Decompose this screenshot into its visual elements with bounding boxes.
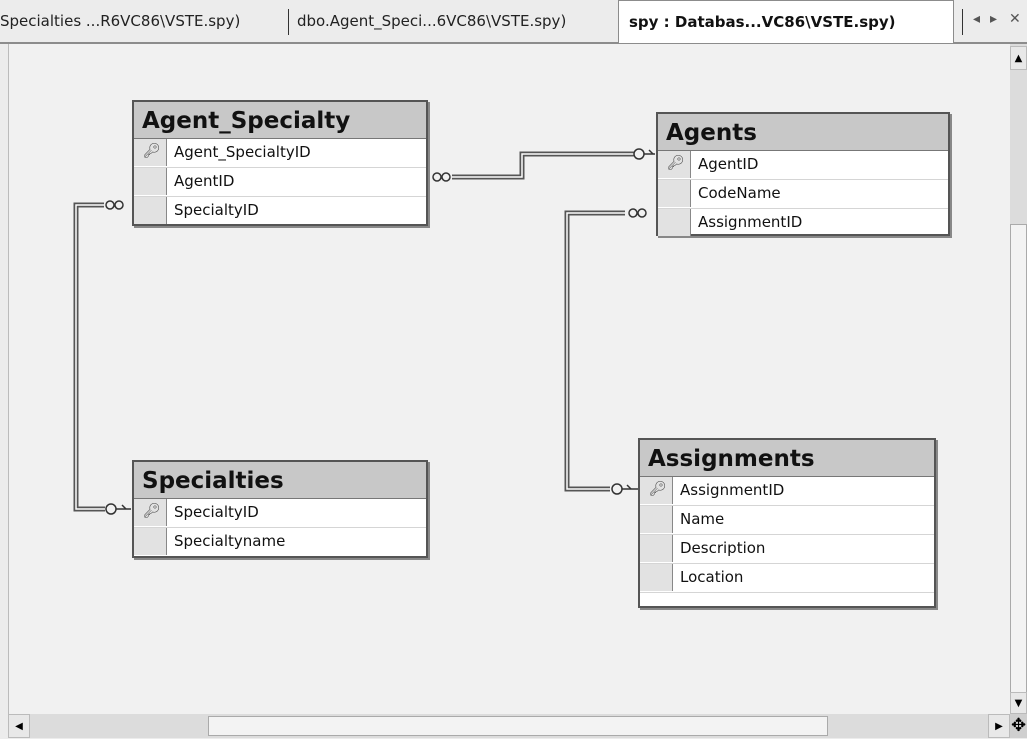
column-row[interactable]: Location	[640, 564, 934, 593]
column-name: Name	[680, 510, 725, 528]
column-name: AssignmentID	[698, 213, 803, 231]
table-title: Agents	[658, 114, 948, 151]
column-name: SpecialtyID	[174, 201, 259, 219]
key-icon: 🔑︎	[667, 155, 685, 171]
scroll-left-icon[interactable]: ◀	[8, 714, 30, 738]
relationship-agent-specialty-specialties	[73, 202, 105, 512]
table-agents[interactable]: Agents 🔑︎ AgentID CodeName AssignmentID	[656, 112, 950, 236]
row-selector[interactable]	[640, 564, 673, 591]
tab-scroll-right-icon[interactable]: ▸	[990, 11, 998, 27]
row-selector[interactable]: 🔑︎	[640, 477, 673, 504]
key-endpoint-icon	[105, 148, 655, 515]
column-name: Location	[680, 568, 744, 586]
row-selector[interactable]: 🔑︎	[658, 151, 691, 178]
scroll-up-icon[interactable]: ▲	[1010, 46, 1027, 70]
relationship-agents-assignments	[564, 210, 625, 492]
horizontal-scrollbar[interactable]: ◀ ▶	[8, 714, 1010, 738]
column-row[interactable]: Specialtyname	[134, 528, 426, 556]
table-assignments[interactable]: Assignments 🔑︎ AssignmentID Name Descrip…	[638, 438, 936, 608]
key-icon: 🔑︎	[143, 143, 161, 159]
table-specialties[interactable]: Specialties 🔑︎ SpecialtyID Specialtyname	[132, 460, 428, 558]
vertical-scrollbar[interactable]: ▲ ▼	[1010, 44, 1027, 716]
column-name: AgentID	[174, 172, 235, 190]
column-row[interactable]: AssignmentID	[658, 209, 948, 237]
column-row[interactable]: CodeName	[658, 180, 948, 209]
scroll-right-icon[interactable]: ▶	[988, 714, 1010, 738]
infinity-icon	[105, 172, 647, 218]
column-name: AssignmentID	[680, 481, 785, 499]
column-row[interactable]: 🔑︎ AgentID	[658, 151, 948, 180]
column-row[interactable]: 🔑︎ Agent_SpecialtyID	[134, 139, 426, 168]
column-name: Description	[680, 539, 766, 557]
key-icon: 🔑︎	[649, 481, 667, 497]
column-row[interactable]: 🔑︎ SpecialtyID	[134, 499, 426, 528]
table-title: Agent_Specialty	[134, 102, 426, 139]
table-agent-specialty[interactable]: Agent_Specialty 🔑︎ Agent_SpecialtyID Age…	[132, 100, 428, 226]
table-title: Assignments	[640, 440, 934, 477]
row-selector[interactable]	[134, 197, 167, 224]
row-selector[interactable]: 🔑︎	[134, 139, 167, 166]
row-selector[interactable]: 🔑︎	[134, 499, 167, 526]
table-title: Specialties	[134, 462, 426, 499]
row-selector[interactable]	[658, 209, 691, 236]
horizontal-scroll-thumb[interactable]	[208, 716, 828, 736]
key-icon: 🔑︎	[143, 503, 161, 519]
column-name: Specialtyname	[174, 532, 286, 550]
pan-corner-icon[interactable]: ✥	[1010, 714, 1027, 738]
column-name: SpecialtyID	[174, 503, 259, 521]
scroll-down-icon[interactable]: ▼	[1010, 692, 1027, 714]
column-name: CodeName	[698, 184, 781, 202]
relationship-agent-specialty-agents	[452, 151, 634, 180]
tab-agent-specialty[interactable]: dbo.Agent_Speci...6VC86\VSTE.spy)	[297, 12, 567, 30]
row-selector[interactable]	[658, 180, 691, 207]
column-name: Agent_SpecialtyID	[174, 143, 311, 161]
column-row[interactable]: AgentID	[134, 168, 426, 197]
vertical-scroll-thumb[interactable]	[1010, 224, 1027, 694]
column-row[interactable]: Name	[640, 506, 934, 535]
tab-scroll-left-icon[interactable]: ◂	[973, 11, 981, 27]
column-row[interactable]: 🔑︎ AssignmentID	[640, 477, 934, 506]
column-row[interactable]: Description	[640, 535, 934, 564]
row-selector[interactable]	[134, 528, 167, 555]
document-tab-bar: Specialties ...R6VC86\VSTE.spy) dbo.Agen…	[0, 0, 1027, 44]
tab-specialties[interactable]: Specialties ...R6VC86\VSTE.spy)	[0, 12, 241, 30]
tab-separator	[288, 9, 289, 35]
tab-separator	[962, 9, 963, 35]
row-selector[interactable]	[640, 535, 673, 562]
row-selector[interactable]	[134, 168, 167, 195]
close-tab-icon[interactable]: ✕	[1009, 11, 1021, 27]
column-name: AgentID	[698, 155, 759, 173]
column-row[interactable]: SpecialtyID	[134, 197, 426, 225]
tab-database-diagram[interactable]: spy : Databas...VC86\VSTE.spy)	[618, 0, 954, 43]
row-selector[interactable]	[640, 506, 673, 533]
